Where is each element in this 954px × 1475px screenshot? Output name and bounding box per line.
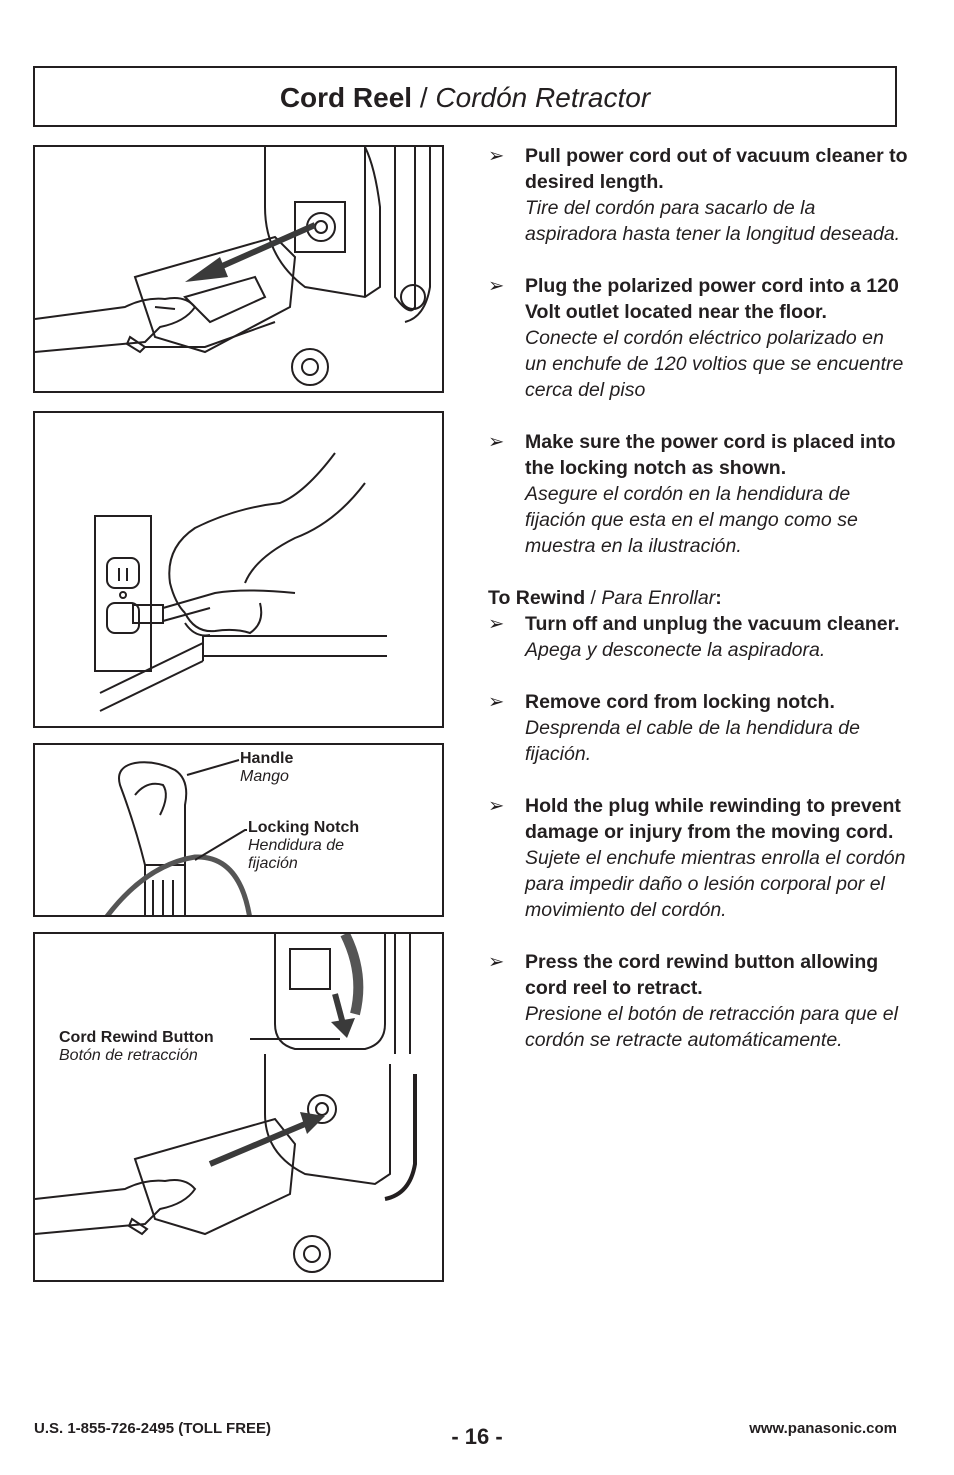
- rewind-heading-separator: /: [585, 587, 602, 609]
- rewind-button-label: Cord Rewind Button Botón de retracción: [59, 1029, 214, 1065]
- step-spanish: Presione el botón de retracción para que…: [525, 1003, 898, 1051]
- step-pull-cord: ➢ Pull power cord out of vacuum cleaner …: [488, 143, 908, 247]
- locking-notch-label: Locking Notch Hendidura de fijación: [248, 819, 408, 873]
- rewind-heading-english: To Rewind: [488, 587, 586, 609]
- footer-website: www.panasonic.com: [749, 1420, 897, 1437]
- step-spanish: Tire del cordón para sacarlo de la aspir…: [525, 197, 901, 245]
- title-spanish: Cordón Retractor: [435, 82, 651, 113]
- rewind-illustration: [35, 934, 417, 1273]
- step-spanish: Sujete el enchufe mientras enrolla el co…: [525, 847, 906, 921]
- rewind-button-label-spanish: Botón de retracción: [59, 1047, 198, 1064]
- step-turn-off: ➢ Turn off and unplug the vacuum cleaner…: [488, 611, 908, 663]
- handle-label-english: Handle: [240, 750, 294, 767]
- title-separator: /: [412, 82, 436, 113]
- step-english: Plug the polarized power cord into a 120…: [525, 275, 899, 323]
- step-remove-cord: ➢ Remove cord from locking notch. Despre…: [488, 689, 908, 767]
- locking-notch-label-spanish: Hendidura de fijación: [248, 837, 345, 872]
- title-english: Cord Reel: [279, 82, 413, 113]
- step-english: Make sure the power cord is placed into …: [525, 431, 896, 479]
- handle-label-spanish: Mango: [240, 768, 289, 785]
- step-english: Pull power cord out of vacuum cleaner to…: [525, 145, 908, 193]
- handle-illustration: [104, 759, 252, 915]
- handle-label: Handle Mango: [240, 750, 293, 786]
- step-spanish: Conecte el cordón eléctrico polarizado e…: [525, 327, 904, 401]
- arrow-bullet-icon: ➢: [488, 145, 505, 167]
- arrow-bullet-icon: ➢: [488, 691, 505, 713]
- arrow-bullet-icon: ➢: [488, 951, 505, 973]
- figure-outlet: [33, 411, 444, 728]
- outlet-illustration: [94, 452, 387, 712]
- footer-phone: U.S. 1-855-726-2495 (TOLL FREE): [34, 1420, 272, 1437]
- rewind-button-label-english: Cord Rewind Button: [59, 1029, 214, 1046]
- step-spanish: Apega y desconecte la aspiradora.: [525, 639, 826, 661]
- step-english: Turn off and unplug the vacuum cleaner.: [525, 613, 900, 635]
- page-number: - 16 -: [451, 1424, 503, 1449]
- arrow-bullet-icon: ➢: [488, 613, 505, 635]
- step-english: Hold the plug while rewinding to prevent…: [525, 795, 901, 843]
- arrow-bullet-icon: ➢: [488, 795, 505, 817]
- pull-cord-illustration: [35, 147, 431, 386]
- locking-notch-label-english: Locking Notch: [248, 819, 360, 836]
- rewind-heading: To Rewind / Para Enrollar:: [488, 585, 908, 611]
- rewind-heading-colon: :: [715, 587, 722, 609]
- figure-pull-cord: [33, 145, 444, 393]
- figure-handle-notch: Handle Mango Locking Notch Hendidura de …: [33, 743, 444, 917]
- arrow-bullet-icon: ➢: [488, 275, 505, 297]
- step-hold-plug: ➢ Hold the plug while rewinding to preve…: [488, 793, 908, 923]
- step-locking-notch: ➢ Make sure the power cord is placed int…: [488, 429, 908, 559]
- step-press-rewind: ➢ Press the cord rewind button allowing …: [488, 949, 908, 1053]
- instructions: ➢ Pull power cord out of vacuum cleaner …: [488, 143, 908, 1079]
- step-plug-outlet: ➢ Plug the polarized power cord into a 1…: [488, 273, 908, 403]
- arrow-bullet-icon: ➢: [488, 431, 505, 453]
- page-title: Cord Reel / Cordón Retractor: [35, 82, 895, 114]
- rewind-heading-spanish: Para Enrollar: [601, 587, 716, 609]
- step-english: Press the cord rewind button allowing co…: [525, 951, 879, 999]
- step-english: Remove cord from locking notch.: [525, 691, 835, 713]
- figure-rewind-button: Cord Rewind Button Botón de retracción: [33, 932, 444, 1282]
- step-spanish: Asegure el cordón en la hendidura de fij…: [525, 483, 858, 557]
- step-spanish: Desprenda el cable de la hendidura de fi…: [525, 717, 860, 765]
- title-box: Cord Reel / Cordón Retractor: [33, 66, 897, 127]
